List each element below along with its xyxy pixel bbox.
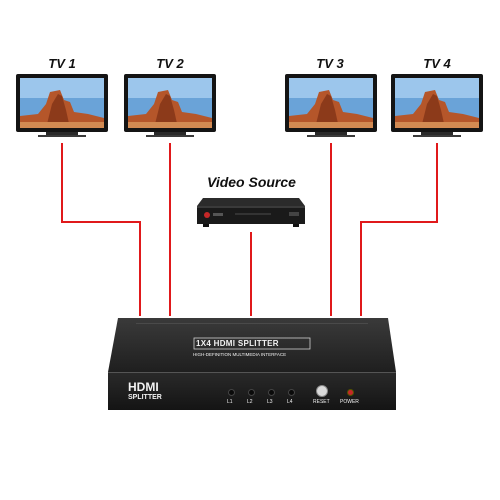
led-l2-label: L2 [247,399,253,405]
led-l1-label: L1 [227,399,233,405]
reset-button[interactable] [316,385,328,397]
tv3-label: TV 3 [316,56,344,71]
tv3-screen [285,74,377,137]
tv2-label: TV 2 [156,56,184,71]
player-logo-icon [204,212,210,218]
splitter-brand-sub: SPLITTER [128,394,162,401]
splitter-brand: HDMI [128,380,159,394]
tv2-screen [124,74,216,137]
led-l4 [288,389,295,396]
tv4-label: TV 4 [423,56,451,71]
power-led [347,389,354,396]
led-l4-label: L4 [287,399,293,405]
cable-tv4 [360,143,438,316]
video-source-player [197,198,305,227]
led-l2 [248,389,255,396]
video-source-label: Video Source [207,174,296,190]
cable-tv1 [61,143,141,316]
tv4-screen [391,74,483,137]
splitter-subtitle: HIGH-DEFINITION MULTIMEDIA INTERFACE [193,352,287,357]
splitter-title: 1X4 HDMI SPLITTER [196,339,279,348]
power-label: POWER [340,399,359,405]
led-l3-label: L3 [267,399,273,405]
tv1-screen [16,74,108,137]
led-l3 [268,389,275,396]
tv1-label: TV 1 [48,56,76,71]
reset-label: RESET [313,399,330,405]
led-l1 [228,389,235,396]
